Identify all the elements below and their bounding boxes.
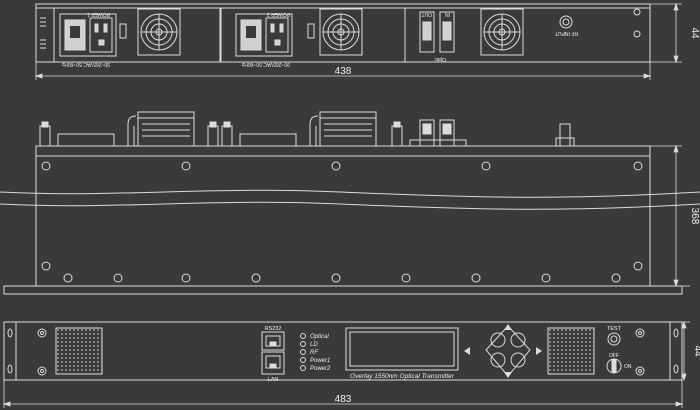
indicator-label-ld: LD [310, 342, 318, 348]
led-power2 [300, 365, 306, 371]
keypad-arrows [464, 324, 542, 378]
power2-label: POWER 2 [267, 11, 290, 17]
power2-rating-text: 90~265VAC 50~60Hz [241, 61, 290, 67]
power-inlet-2 [235, 13, 293, 57]
front-dimensions [2, 320, 690, 408]
power1-rating-text: 90~265VAC 50~60Hz [61, 61, 110, 67]
arrow-down-icon [504, 372, 512, 378]
optical-ports [419, 11, 455, 53]
top-view [0, 111, 700, 295]
depth-value: 368 [689, 208, 700, 225]
rs232-label: RS232 [265, 326, 282, 332]
indicator-label-rf: RF [310, 350, 318, 356]
keypad-enter-button[interactable] [510, 332, 526, 348]
rear-top-strip [35, 3, 651, 9]
led-ld [300, 341, 306, 347]
lan-port [261, 351, 285, 375]
power-module-2 [235, 8, 363, 57]
indicator-label-power2: Power2 [310, 366, 331, 372]
optic-in-label: IN [445, 11, 450, 17]
front-view [3, 321, 683, 381]
key-off-label: OFF [609, 353, 619, 359]
keypad-up-button[interactable] [490, 332, 506, 348]
arrow-left-icon [464, 347, 470, 355]
break-line [0, 201, 700, 210]
left-vent-grill [55, 327, 103, 375]
power-module-1 [53, 7, 221, 63]
rear-view [35, 3, 651, 63]
front-height-value: 44 [692, 345, 700, 357]
lan-label: LAN [268, 377, 279, 383]
rear-height-value: 44 [689, 27, 700, 39]
optic-caption: Optic [434, 56, 446, 62]
fan-icon [137, 8, 181, 56]
optic-out-label: OUT [421, 11, 432, 17]
test-port [607, 332, 621, 346]
indicator-label-power1: Power1 [310, 358, 330, 364]
depth-dimension [650, 144, 690, 288]
fuse-holder-1 [119, 23, 127, 39]
test-label: TEST [607, 326, 622, 332]
rf-input-label: RF INPUT [555, 30, 578, 36]
rack-mount-holes [7, 328, 679, 376]
fan-icon [480, 8, 524, 56]
rs232-port [261, 331, 285, 351]
fan-icon [319, 8, 363, 56]
fuse-holder-2 [307, 23, 315, 39]
arrow-up-icon [504, 324, 512, 330]
keypad-outline [485, 325, 531, 377]
key-on-label: ON [624, 364, 632, 370]
right-vent-grill [547, 327, 595, 375]
power1-label: POWER 1 [87, 11, 110, 17]
rear-screw [633, 8, 641, 16]
led-optical [300, 333, 306, 339]
keypad-esc-button[interactable] [490, 352, 506, 368]
dimension-lines [34, 2, 682, 80]
top-screws [41, 161, 643, 283]
top-chassis-outline [35, 145, 651, 287]
rear-left-notches [40, 17, 46, 49]
lcd-display-frame [345, 327, 459, 371]
keypad-down-button[interactable] [510, 352, 526, 368]
indicator-label-optical: Optical [310, 334, 329, 340]
rear-width-value: 438 [335, 66, 352, 77]
led-rf [300, 349, 306, 355]
front-flange-edge [3, 285, 683, 295]
top-components [39, 111, 575, 147]
led-power1 [300, 357, 306, 363]
front-width-value: 483 [335, 394, 352, 405]
product-title: Overlay 1550nm Optical Transmitter [350, 373, 455, 380]
rf-input-connector [559, 15, 573, 29]
indicator-leds [300, 333, 306, 371]
key-switch[interactable] [606, 358, 622, 374]
power-inlet-1 [59, 13, 117, 57]
break-line [0, 189, 700, 198]
lcd-display [349, 331, 455, 367]
arrow-right-icon [536, 347, 542, 355]
rear-screw [633, 30, 641, 38]
